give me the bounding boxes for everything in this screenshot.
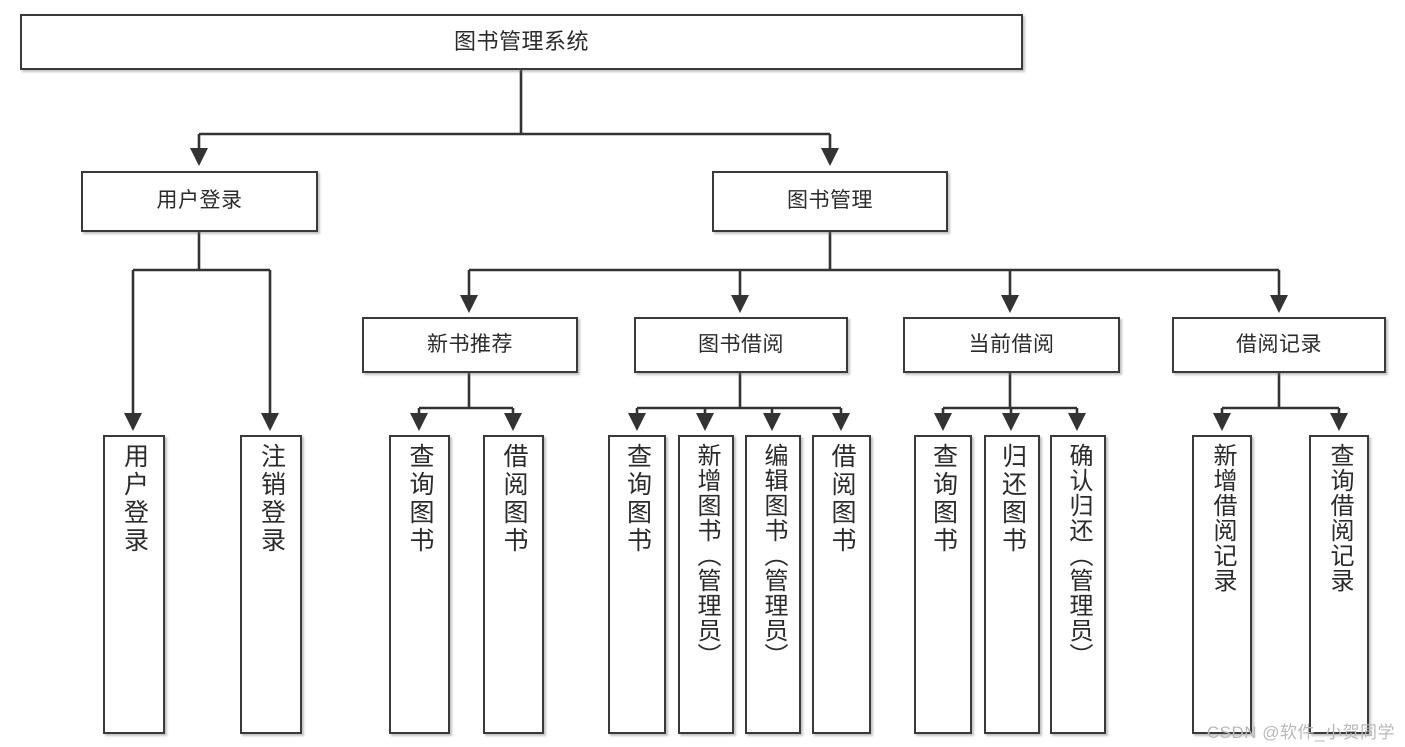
node-label: 新增图书（管理员） (693, 443, 720, 668)
leaf-current-borrow-query[interactable]: 查询图书 (914, 435, 972, 734)
node-label: 归还图书 (998, 443, 1027, 555)
node-current-borrow[interactable]: 当前借阅 (903, 317, 1120, 373)
node-label: 当前借阅 (968, 332, 1055, 356)
leaf-user-login-login[interactable]: 用户登录 (103, 435, 165, 734)
csdn-watermark: CSDN @软件_小贺同学 (1206, 723, 1395, 742)
node-label: 注销登录 (257, 443, 286, 555)
node-label: 借阅图书 (500, 443, 528, 555)
node-label: 新增借阅记录 (1209, 443, 1236, 593)
leaf-user-login-logout[interactable]: 注销登录 (240, 435, 302, 734)
node-label: 查询图书 (406, 443, 434, 555)
node-label: 借阅记录 (1236, 332, 1322, 356)
node-borrow-record[interactable]: 借阅记录 (1172, 317, 1386, 373)
leaf-borrow-record-query[interactable]: 查询借阅记录 (1309, 435, 1369, 734)
node-label: 图书管理系统 (453, 29, 589, 55)
node-new-book-recommend[interactable]: 新书推荐 (362, 317, 578, 373)
node-label: 查询图书 (929, 443, 958, 555)
node-label: 图书管理 (787, 189, 873, 213)
node-book-borrow[interactable]: 图书借阅 (634, 317, 848, 373)
leaf-current-borrow-confirm-return[interactable]: 确认归还（管理员） (1050, 435, 1106, 734)
leaf-book-borrow-add[interactable]: 新增图书（管理员） (678, 435, 734, 734)
leaf-book-borrow-query[interactable]: 查询图书 (608, 435, 666, 734)
node-root-system[interactable]: 图书管理系统 (20, 14, 1023, 70)
leaf-new-book-borrow[interactable]: 借阅图书 (483, 435, 544, 734)
node-label: 图书借阅 (698, 332, 784, 356)
node-label: 用户登录 (120, 443, 149, 555)
node-label: 确认归还（管理员） (1065, 443, 1092, 668)
node-label: 新书推荐 (427, 332, 513, 356)
node-user-login[interactable]: 用户登录 (81, 171, 318, 232)
node-label: 编辑图书（管理员） (760, 443, 787, 668)
leaf-book-borrow-edit[interactable]: 编辑图书（管理员） (745, 435, 801, 734)
node-book-manage[interactable]: 图书管理 (712, 171, 948, 232)
node-label: 查询图书 (623, 443, 652, 555)
node-label: 查询借阅记录 (1326, 443, 1353, 593)
node-label: 借阅图书 (828, 443, 856, 555)
node-label: 用户登录 (156, 189, 243, 213)
leaf-book-borrow-borrow[interactable]: 借阅图书 (812, 435, 871, 734)
leaf-new-book-query[interactable]: 查询图书 (389, 435, 450, 734)
leaf-current-borrow-return[interactable]: 归还图书 (984, 435, 1040, 734)
leaf-borrow-record-add[interactable]: 新增借阅记录 (1192, 435, 1252, 734)
